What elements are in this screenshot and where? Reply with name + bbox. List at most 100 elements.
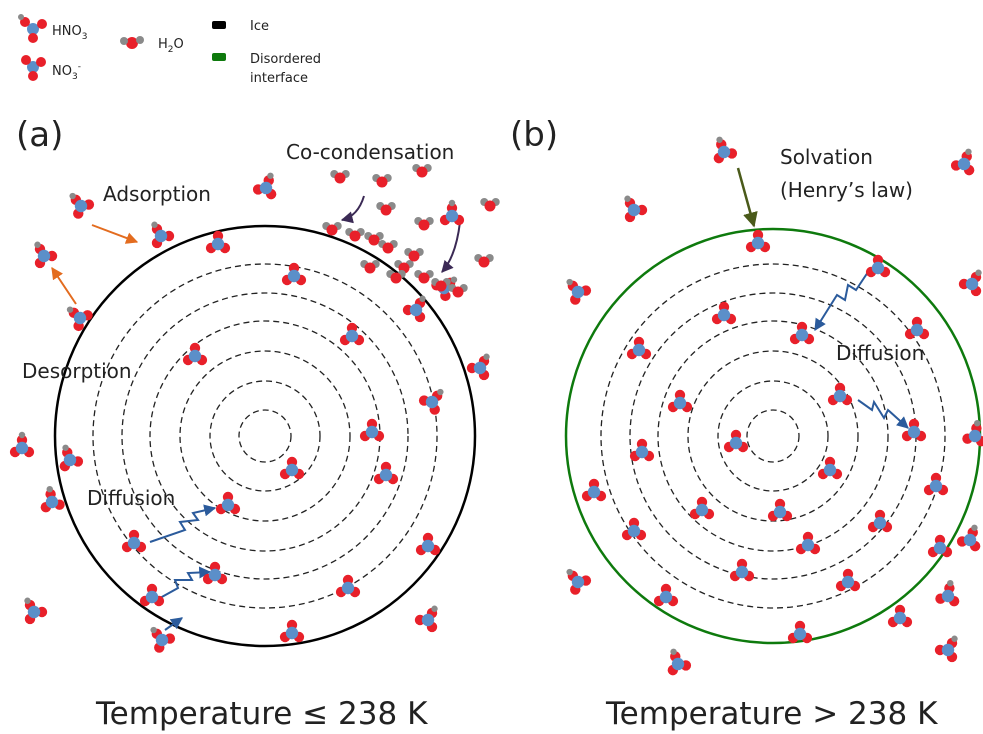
nitrate-molecule bbox=[139, 583, 165, 607]
water-molecule bbox=[345, 227, 365, 242]
hno3-molecule bbox=[956, 524, 981, 552]
nitrate-molecule bbox=[835, 568, 861, 592]
nitrate-molecule bbox=[711, 301, 737, 325]
nitrate-molecule bbox=[621, 517, 647, 541]
water-molecule bbox=[364, 231, 384, 246]
desorption-arrow bbox=[51, 267, 77, 305]
water-molecule bbox=[431, 277, 451, 292]
water-molecule bbox=[480, 197, 500, 212]
nitrate-molecule bbox=[887, 604, 913, 628]
solvation-label-1: Solvation bbox=[780, 145, 873, 169]
water-molecule bbox=[404, 247, 424, 262]
hno3-molecule bbox=[66, 306, 93, 332]
temperature-label-b: Temperature > 238 K bbox=[605, 696, 938, 732]
panel-a-letter: (a) bbox=[16, 115, 63, 155]
nitrate-molecule bbox=[121, 529, 147, 553]
hno3-molecule bbox=[466, 353, 490, 381]
hno3-molecule bbox=[935, 579, 960, 607]
diffusion-label-a: Diffusion bbox=[87, 486, 175, 510]
nitrate-molecule bbox=[373, 461, 399, 485]
adsorption-label: Adsorption bbox=[103, 182, 211, 206]
hno3-molecule bbox=[402, 295, 426, 323]
adsorption-arrow bbox=[91, 224, 139, 244]
nitrate-molecule bbox=[723, 429, 749, 453]
water-molecule bbox=[372, 173, 392, 188]
h2o-legend-icon bbox=[120, 36, 144, 49]
nitrate-molecule bbox=[415, 532, 441, 556]
nitrate-molecule bbox=[626, 336, 652, 360]
hno3-molecule bbox=[252, 172, 277, 200]
nitrate-molecule bbox=[787, 620, 813, 644]
water-molecule bbox=[412, 163, 432, 178]
water-molecule bbox=[322, 221, 342, 236]
disordered-interface-label-2: interface bbox=[250, 71, 308, 86]
hno3-molecule bbox=[69, 192, 95, 219]
diffusion-label-b: Diffusion bbox=[836, 341, 924, 365]
nitrate-molecule bbox=[202, 561, 228, 585]
nitrate-molecule bbox=[359, 418, 385, 442]
diffusion-arrow-b-2 bbox=[857, 399, 909, 429]
diffusion-arrow-a-3 bbox=[164, 617, 183, 631]
nitrate-molecule bbox=[927, 534, 953, 558]
nitrate-molecule bbox=[667, 389, 693, 413]
nitrate-molecule bbox=[795, 531, 821, 555]
disordered-interface-swatch bbox=[212, 53, 226, 61]
diffusion-arrow-a-2 bbox=[159, 566, 212, 599]
panel-a-ice-rings bbox=[92, 263, 438, 609]
hno3-molecule bbox=[59, 444, 84, 472]
hno3-molecule bbox=[34, 241, 58, 269]
nitrate-molecule bbox=[901, 418, 927, 442]
hno3-molecule bbox=[24, 597, 48, 625]
h2o-legend-label: H2O bbox=[158, 37, 184, 55]
nitrate-molecule bbox=[215, 491, 241, 515]
ice-swatch bbox=[212, 21, 226, 29]
hno3-molecule bbox=[950, 148, 975, 176]
hno3-molecule bbox=[958, 269, 982, 297]
nitrate-molecule bbox=[789, 321, 815, 345]
ice-legend-label: Ice bbox=[250, 19, 269, 34]
nitrate-molecule bbox=[904, 316, 930, 340]
water-molecule bbox=[394, 259, 414, 274]
nitrate-molecule bbox=[767, 498, 793, 522]
hno3-molecule bbox=[566, 568, 592, 595]
hno3-legend-label: HNO3 bbox=[52, 24, 87, 42]
water-molecule bbox=[378, 239, 398, 254]
nitrate-molecule bbox=[745, 229, 771, 253]
co-condensation-arrow-2 bbox=[441, 221, 461, 273]
diffusion-arrow-a-1 bbox=[149, 504, 217, 543]
solvation-label-2: (Henry’s law) bbox=[780, 178, 913, 202]
nitrate-molecule bbox=[629, 438, 655, 462]
hno3-molecule bbox=[150, 626, 176, 653]
co-condensation-arrow-1 bbox=[340, 195, 365, 224]
hno3-molecule bbox=[962, 419, 983, 447]
nitrate-molecule bbox=[653, 583, 679, 607]
hno3-molecule bbox=[414, 605, 438, 633]
hno3-molecule bbox=[667, 648, 692, 676]
desorption-label: Desorption bbox=[22, 359, 132, 383]
hno3-molecule bbox=[713, 136, 738, 164]
hno3-molecule bbox=[566, 278, 592, 305]
hno3-molecule bbox=[418, 388, 444, 415]
nitrate-molecule bbox=[865, 254, 891, 278]
molecules bbox=[9, 136, 983, 676]
panel-a: (a) Co-condensation Adsorption Desorptio… bbox=[16, 115, 477, 732]
panel-b-ice-rings bbox=[600, 263, 946, 609]
nitrate-molecule bbox=[281, 262, 307, 286]
nitrate-molecule bbox=[581, 478, 607, 502]
hno3-molecule bbox=[9, 431, 35, 458]
panel-b-letter: (b) bbox=[510, 115, 558, 155]
ice-particle-boundary bbox=[53, 224, 477, 648]
hno3-molecule bbox=[439, 199, 465, 226]
no3-legend-label: NO3- bbox=[52, 62, 81, 82]
water-molecule bbox=[330, 169, 350, 184]
hno3-molecule bbox=[40, 485, 65, 513]
temperature-label-a: Temperature ≤ 238 K bbox=[95, 696, 428, 732]
nitrate-molecule bbox=[279, 619, 305, 643]
no3-legend-icon bbox=[21, 55, 46, 81]
disordered-interface-label-1: Disordered bbox=[250, 52, 321, 67]
water-molecule bbox=[474, 253, 494, 268]
legend: HNO3 H2O Ice NO3- Disordered interface bbox=[18, 14, 321, 86]
nitrate-molecule bbox=[339, 322, 365, 346]
nitrate-molecule bbox=[335, 574, 361, 598]
